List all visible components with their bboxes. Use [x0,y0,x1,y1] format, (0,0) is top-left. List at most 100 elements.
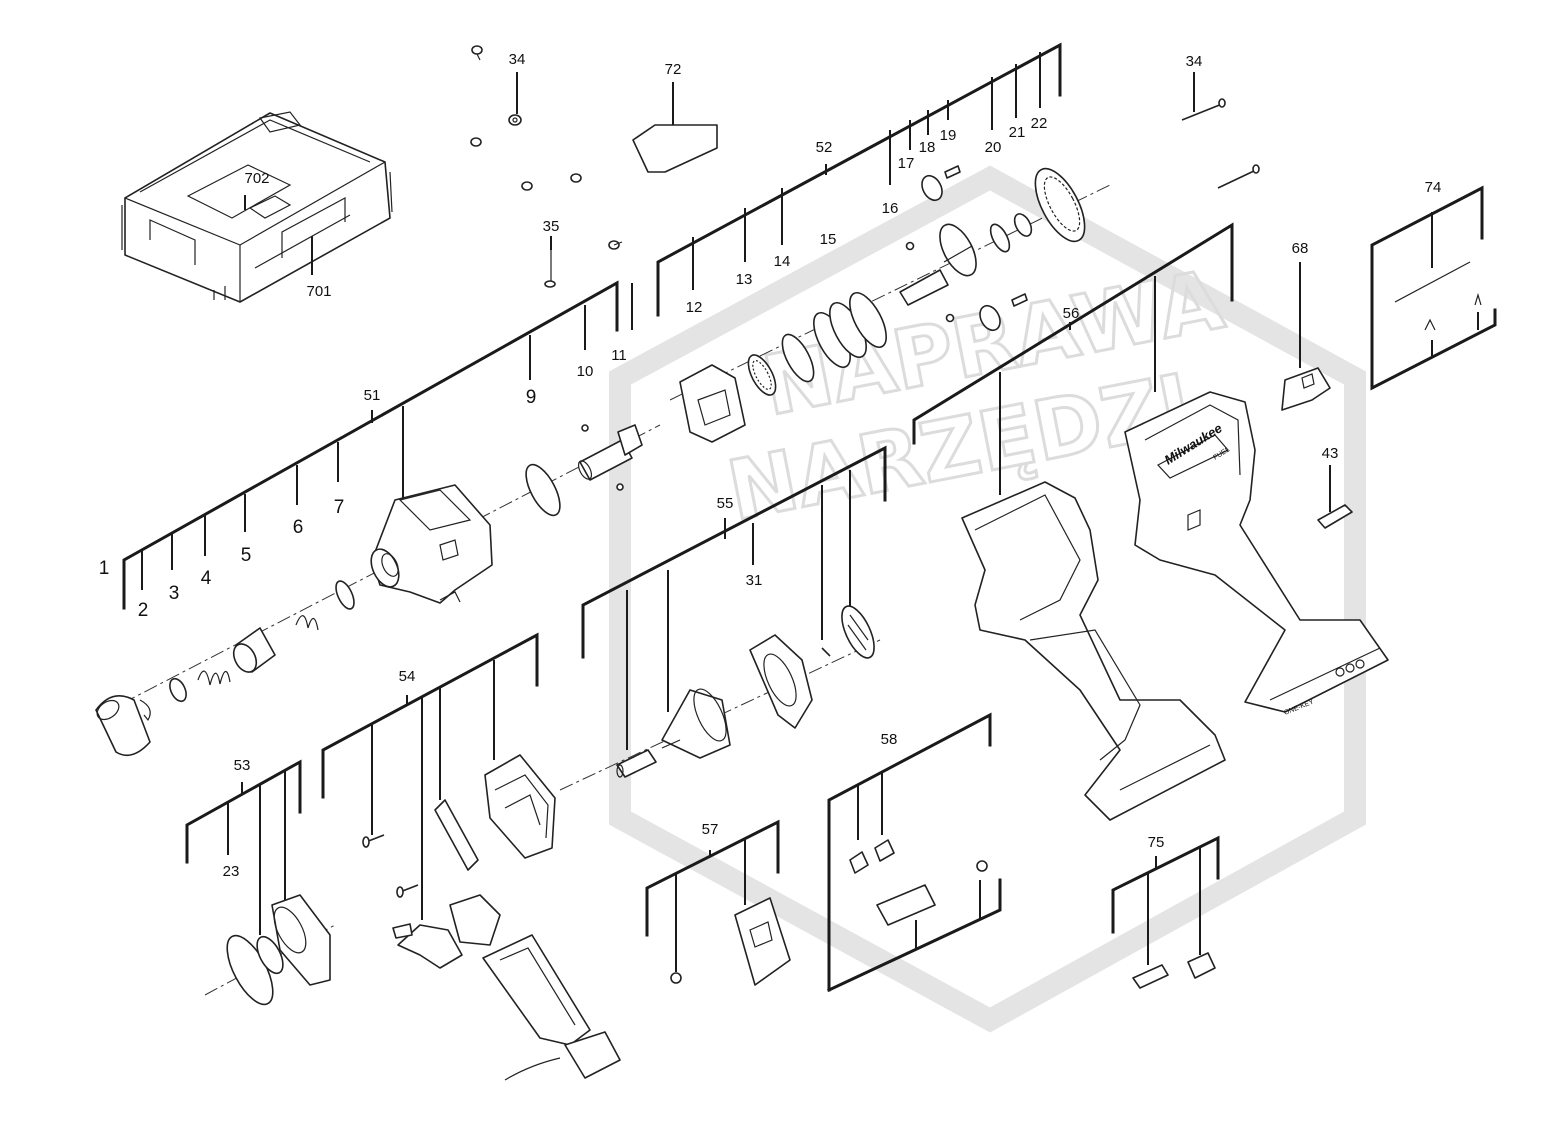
screw-d [521,181,533,191]
screw-54-a [362,834,385,848]
callout-9: 9 [526,387,537,408]
part-18-gear [921,174,943,202]
group-57-bracket [645,819,780,972]
screw-b [508,114,522,126]
part-19-pin [944,165,961,179]
part-57-switch-cover [670,897,791,986]
trigger [392,923,463,969]
part-43-clip [1317,504,1353,529]
group-56-bracket [912,222,1234,495]
callout-55: 55 [717,495,734,512]
fan [841,605,875,659]
callout-21: 21 [1009,124,1026,141]
screw-e [570,173,582,183]
callout-1: 1 [99,558,110,579]
screw-34-right-b [1217,164,1260,189]
housing-right-half: Milwaukee FUEL ONE-KEY [1124,391,1389,717]
part-9-oring [525,463,561,517]
part-1-nose-cap [95,694,151,757]
switch-body [449,894,501,946]
callout-15: 15 [820,231,837,248]
callout-16: 16 [882,200,899,217]
part-16-spindle [899,223,977,306]
screw-35 [544,250,556,288]
callout-18: 18 [919,139,936,156]
callout-31: 31 [746,572,763,589]
callout-702: 702 [244,170,269,187]
group-74-bracket [1370,185,1497,391]
callout-43: 43 [1322,445,1339,462]
motor-assembly-55 [616,605,875,778]
callout-52: 52 [816,139,833,156]
screw-34-right-a [1181,98,1226,121]
contact-strip [434,799,479,871]
part-10-ball [581,424,624,491]
part-17-ball [905,241,955,323]
switch-module [484,754,556,859]
rear-cover [271,894,331,986]
callout-34-right: 34 [1186,53,1203,70]
group-53-parts [226,894,331,1006]
part-75-parts [1132,952,1216,989]
part-7-washer [335,580,355,610]
front-assembly-51 [95,424,643,757]
electronics-54 [362,754,621,1081]
housing-56: Milwaukee FUEL ONE-KEY [961,391,1389,821]
part-13-ball-ring [747,354,777,396]
callout-58: 58 [881,731,898,748]
part-4-spring [197,670,231,686]
part-22-ring-gear [1034,167,1086,243]
motor-shaft-sleeve [616,749,657,778]
part-74-hook [1394,261,1482,331]
callout-35: 35 [543,218,560,235]
callout-53: 53 [234,757,251,774]
part-14-washer [781,333,815,383]
screw-54-b [396,884,419,898]
callout-10: 10 [577,363,594,380]
callout-12: 12 [686,299,703,316]
callout-54: 54 [399,668,416,685]
callout-20: 20 [985,139,1002,156]
carry-case [121,111,393,303]
part-68-lamp-cover [1281,367,1331,411]
callout-19: 19 [940,127,957,144]
part-58-parts [849,839,988,926]
callout-68: 68 [1292,240,1309,257]
screw-a [471,45,483,61]
part-12-hammer [679,364,746,443]
callout-51: 51 [364,387,381,404]
hammer-case [370,484,493,604]
part-20-oring [989,223,1011,253]
callout-2: 2 [138,600,149,621]
callout-5: 5 [241,545,252,566]
callout-14: 14 [774,253,791,270]
rotor [661,688,731,759]
group-75-bracket [1111,835,1220,965]
group-54-bracket [321,632,539,920]
callout-3: 3 [169,583,180,604]
part-5-sleeve [232,627,276,673]
lead-wires [504,1057,561,1081]
housing-left-half [961,481,1226,821]
callout-7: 7 [334,497,345,518]
callout-13: 13 [736,271,753,288]
part-3-ring [169,677,187,703]
callout-17: 17 [898,155,915,172]
part-2-clip [139,699,151,722]
callout-4: 4 [201,568,212,589]
part-11-anvil [577,424,643,481]
part-15-springs [813,292,887,368]
battery-terminal [564,1031,621,1079]
group-55-bracket [581,445,887,750]
callout-57: 57 [702,821,719,838]
callout-701: 701 [306,283,331,300]
callout-75: 75 [1148,834,1165,851]
group-53-bracket [185,759,302,935]
callout-22: 22 [1031,115,1048,132]
group-58-bracket [827,712,1002,992]
callout-11: 11 [611,347,627,364]
fan-key [821,647,831,657]
group-52-bracket [656,42,1062,317]
part-19-pin-lower [1011,293,1028,307]
